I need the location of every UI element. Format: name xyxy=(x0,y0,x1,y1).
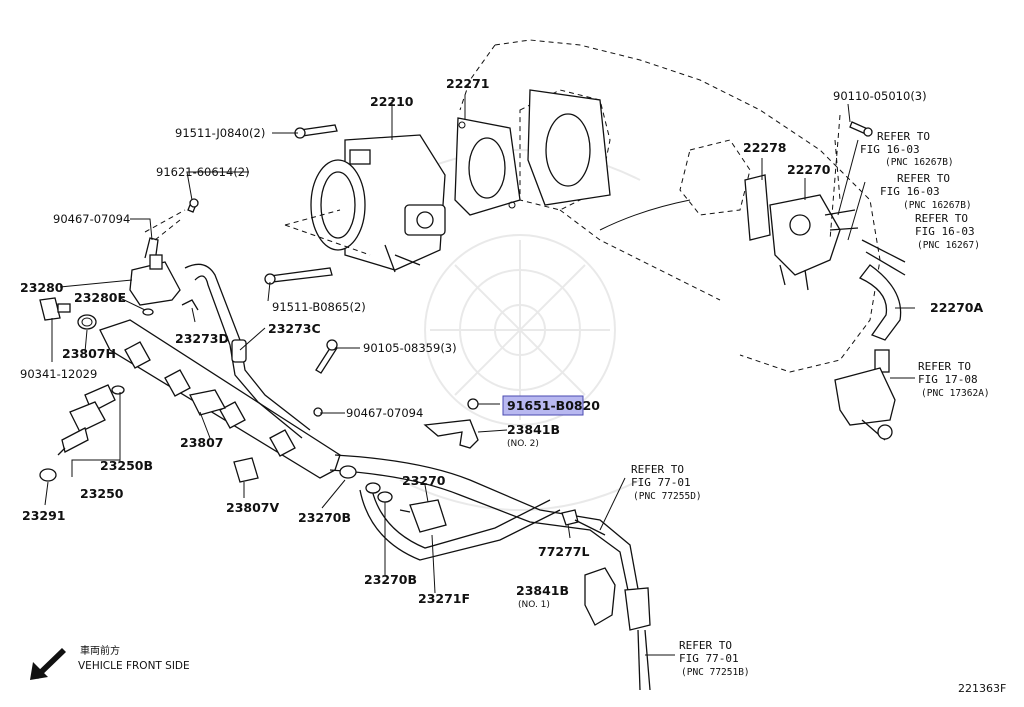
legend-japanese: 車両前方 xyxy=(80,644,120,657)
label-23273d[interactable]: 23273D xyxy=(175,331,229,346)
clamp-23841b-no1 xyxy=(584,567,616,626)
ref-fig-77-01-b[interactable]: REFER TO FIG 77-01 (PNC 77251B) xyxy=(679,639,750,678)
label-23270[interactable]: 23270 xyxy=(402,473,446,488)
pressure-regulator xyxy=(129,237,181,306)
label-23291[interactable]: 23291 xyxy=(22,508,66,523)
ref-pnc: (PNC 16267B) xyxy=(885,157,954,168)
label-90110-05010[interactable]: 90110-05010(3) xyxy=(833,89,927,103)
clamp-23841b-no2 xyxy=(423,419,479,449)
fuel-hose-23273 xyxy=(181,263,311,439)
small-parts-left xyxy=(39,297,154,330)
hose-22270a xyxy=(858,239,906,341)
fuel-pipe-23271f xyxy=(329,454,651,691)
vehicle-front-arrow-icon xyxy=(30,648,66,680)
label-23841b-no1-sub: (NO. 1) xyxy=(518,600,550,610)
label-23280e[interactable]: 23280E xyxy=(74,290,126,305)
ref-title: REFER TO xyxy=(877,130,930,143)
ref-pnc: (PNC 16267B) xyxy=(903,200,972,211)
throttle-body xyxy=(310,134,446,273)
label-23807h[interactable]: 23807H xyxy=(62,346,116,361)
ref-fig: FIG 77-01 xyxy=(679,652,739,665)
ref-fig: FIG 17-08 xyxy=(918,373,978,386)
ref-title: REFER TO xyxy=(631,463,684,476)
throttle-gasket xyxy=(454,117,521,216)
ref-pnc: (PNC 17362A) xyxy=(921,388,990,399)
clip-77277l xyxy=(561,509,606,536)
figure-id: 221363F xyxy=(958,682,1006,695)
part-labels: 22210 22271 91511-J0840(2) 91621-60614(2… xyxy=(20,76,983,610)
label-23841b-no1[interactable]: 23841B xyxy=(516,583,569,598)
label-23807v[interactable]: 23807V xyxy=(226,500,279,515)
ref-pnc: (PNC 77255D) xyxy=(633,491,702,502)
ref-fig-16-03-b[interactable]: REFER TO FIG 16-03 (PNC 16267B) xyxy=(880,172,972,211)
ref-title: REFER TO xyxy=(918,360,971,373)
label-90341-12029[interactable]: 90341-12029 xyxy=(20,367,97,381)
label-23280[interactable]: 23280 xyxy=(20,280,64,295)
label-23841b-no2[interactable]: 23841B xyxy=(507,422,560,437)
label-23270b-b[interactable]: 23270B xyxy=(364,572,417,587)
legend: 車両前方 VEHICLE FRONT SIDE xyxy=(78,644,190,672)
label-23271f[interactable]: 23271F xyxy=(418,591,470,606)
label-22270[interactable]: 22270 xyxy=(787,162,831,177)
ref-fig-16-03-c[interactable]: REFER TO FIG 16-03 (PNC 16267) xyxy=(915,212,980,251)
ref-title: REFER TO xyxy=(915,212,968,225)
label-22210[interactable]: 22210 xyxy=(370,94,414,109)
ref-fig-16-03-a[interactable]: REFER TO FIG 16-03 (PNC 16267B) xyxy=(860,130,954,168)
ref-fig: FIG 16-03 xyxy=(860,143,920,156)
isc-valve xyxy=(744,174,859,291)
fuel-injector xyxy=(39,384,125,482)
ref-fig-17-08[interactable]: REFER TO FIG 17-08 (PNC 17362A) xyxy=(918,360,990,399)
manifold-flange xyxy=(527,89,611,206)
legend-english: VEHICLE FRONT SIDE xyxy=(78,660,190,672)
label-90467-07094-mid[interactable]: 90467-07094 xyxy=(346,406,423,420)
label-23807[interactable]: 23807 xyxy=(180,435,224,450)
label-22270a[interactable]: 22270A xyxy=(930,300,983,315)
label-77277l[interactable]: 77277L xyxy=(538,544,589,559)
label-23273c[interactable]: 23273C xyxy=(268,321,321,336)
ref-title: REFER TO xyxy=(897,172,950,185)
label-91511-j0840[interactable]: 91511-J0840(2) xyxy=(175,126,265,140)
ref-fig: FIG 77-01 xyxy=(631,476,691,489)
label-22271[interactable]: 22271 xyxy=(446,76,490,91)
ref-pnc: (PNC 16267) xyxy=(917,240,980,251)
leader-lines xyxy=(44,95,915,656)
ref-fig-77-01-a[interactable]: REFER TO FIG 77-01 (PNC 77255D) xyxy=(631,463,702,502)
label-23250[interactable]: 23250 xyxy=(80,486,124,501)
reference-callouts: REFER TO FIG 16-03 (PNC 16267B) REFER TO… xyxy=(631,130,990,678)
label-90467-07094-top[interactable]: 90467-07094 xyxy=(53,212,130,226)
label-22278[interactable]: 22278 xyxy=(743,140,787,155)
label-90105-08359[interactable]: 90105-08359(3) xyxy=(363,341,457,355)
label-23841b-no2-sub: (NO. 2) xyxy=(507,439,539,449)
label-91621-60614[interactable]: 91621-60614(2) xyxy=(156,165,250,179)
vacuum-valve-bracket xyxy=(834,349,896,441)
fuel-delivery-rail xyxy=(99,319,341,479)
label-91511-b0865[interactable]: 91511-B0865(2) xyxy=(272,300,366,314)
bolts xyxy=(187,121,873,417)
insulator-23807v xyxy=(233,457,259,483)
ref-fig: FIG 16-03 xyxy=(880,185,940,198)
label-91651-b0820[interactable]: 91651-B0820 xyxy=(507,398,600,413)
highlight-box xyxy=(502,395,584,416)
label-23270b-a[interactable]: 23270B xyxy=(298,510,351,525)
ref-pnc: (PNC 77251B) xyxy=(681,667,750,678)
ref-title: REFER TO xyxy=(679,639,732,652)
label-23250b[interactable]: 23250B xyxy=(100,458,153,473)
ref-fig: FIG 16-03 xyxy=(915,225,975,238)
intake-manifold-outline xyxy=(459,39,881,373)
highlighted-part-callout[interactable]: 91651-B0820 xyxy=(502,395,600,416)
